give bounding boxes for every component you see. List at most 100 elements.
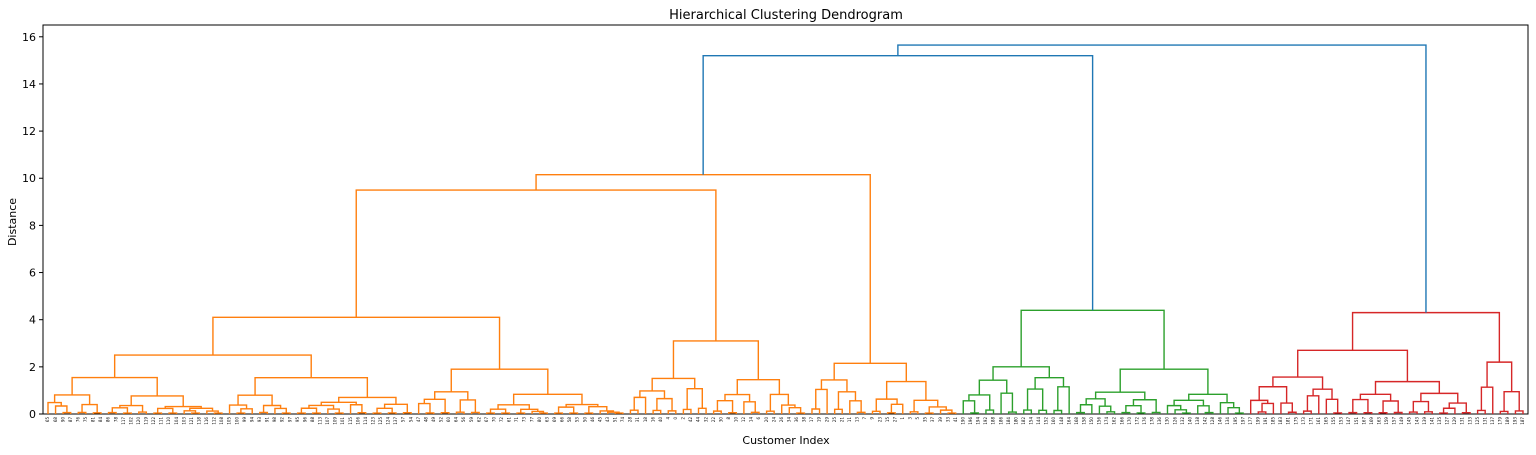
- leaf-label: 54: [408, 417, 413, 423]
- dendrogram-link: [538, 412, 548, 414]
- leaf-label: 186: [998, 417, 1003, 425]
- leaf-label: 167: [1361, 417, 1366, 425]
- dendrogram-link: [781, 404, 796, 414]
- dendrogram-link: [77, 411, 87, 414]
- leaf-label: 96: [302, 417, 307, 423]
- leaf-label: 80: [537, 417, 542, 423]
- dendrogram-link: [1007, 411, 1017, 414]
- leaf-label: 29: [824, 417, 829, 423]
- dendrogram-link: [254, 377, 369, 398]
- leaf-label: 26: [779, 417, 784, 423]
- dendrogram-link: [871, 410, 881, 414]
- leaf-label: 122: [151, 417, 156, 425]
- dendrogram-link: [672, 340, 760, 380]
- leaf-label: 59: [469, 417, 474, 423]
- leaf-label: 196: [968, 417, 973, 425]
- dendrogram-link: [849, 400, 862, 414]
- dendrogram-link: [686, 388, 703, 410]
- leaf-label: 88: [310, 417, 315, 423]
- leaf-label: 189: [1505, 417, 1510, 425]
- leaf-label: 56: [461, 417, 466, 423]
- dendrogram-link: [535, 174, 871, 364]
- leaf-label: 51: [613, 417, 618, 423]
- dendrogram-link: [633, 396, 647, 414]
- leaf-label: 28: [628, 417, 633, 423]
- dendrogram-link: [520, 408, 539, 414]
- dendrogram-link: [236, 412, 246, 414]
- leaf-label: 160: [1051, 417, 1056, 425]
- leaf-label: 92: [280, 417, 285, 423]
- dendrogram-link: [423, 398, 446, 413]
- leaf-label: 67: [484, 417, 489, 423]
- dendrogram-link: [489, 408, 507, 414]
- leaf-label: 154: [1029, 417, 1034, 425]
- dendrogram-link: [1359, 393, 1392, 401]
- leaf-label: 134: [1225, 417, 1230, 425]
- dendrogram-link: [1378, 412, 1388, 414]
- leaf-label: 81: [91, 417, 96, 423]
- leaf-label: 140: [1187, 417, 1192, 425]
- dendrogram-link: [614, 412, 624, 414]
- leaf-label: 188: [991, 417, 996, 425]
- dendrogram-link: [259, 411, 269, 414]
- y-tick-label: 10: [22, 172, 36, 185]
- leaf-label: 71: [514, 417, 519, 423]
- dendrogram-link: [1181, 412, 1191, 414]
- leaf-label: 65: [45, 417, 50, 423]
- dendrogram-link: [557, 406, 575, 414]
- dendrogram-link: [113, 354, 312, 378]
- leaf-label: 53: [575, 417, 580, 423]
- leaf-label: 193: [1513, 417, 1518, 425]
- dendrogram-link: [206, 410, 219, 414]
- dendrogram-link: [47, 401, 62, 414]
- leaf-label: 74: [620, 417, 625, 423]
- leaf-label: 41: [953, 417, 958, 423]
- dendrogram-link: [237, 394, 273, 406]
- leaf-label: 100: [234, 417, 239, 425]
- leaf-label: 42: [688, 417, 693, 423]
- leaf-label: 108: [219, 417, 224, 425]
- leaf-label: 165: [1324, 417, 1329, 425]
- leaf-label: 187: [1520, 417, 1525, 425]
- dendrogram-link: [1461, 411, 1471, 414]
- dendrogram-link: [584, 412, 594, 414]
- leaf-label: 24: [771, 417, 776, 423]
- leaf-label: 97: [287, 417, 292, 423]
- leaf-label: 126: [1172, 417, 1177, 425]
- leaf-label: 151: [1354, 417, 1359, 425]
- leaf-label: 66: [560, 417, 565, 423]
- dendrogram-link: [81, 403, 98, 413]
- leaf-label: 139: [1422, 417, 1427, 425]
- leaf-label: 105: [227, 417, 232, 425]
- leaf-label: 35: [923, 417, 928, 423]
- leaf-label: 116: [204, 417, 209, 425]
- dendrogram-link: [372, 412, 382, 414]
- dendrogram-link: [111, 407, 129, 414]
- leaf-label: 95: [295, 417, 300, 423]
- y-tick-label: 0: [29, 408, 36, 421]
- leaf-label: 5: [915, 417, 920, 420]
- dendrogram-link: [1351, 311, 1501, 363]
- leaf-label: 131: [1482, 417, 1487, 425]
- dendrogram-link: [1514, 410, 1524, 414]
- leaf-label: 131: [1460, 417, 1465, 425]
- dendrogram-link: [1079, 404, 1093, 414]
- leaf-label: 199: [1255, 417, 1260, 425]
- leaf-label: 115: [348, 417, 353, 425]
- leaf-label: 33: [945, 417, 950, 423]
- dendrogram-link: [815, 388, 828, 414]
- dendrogram-link: [656, 397, 673, 411]
- dendrogram-link: [1026, 388, 1044, 411]
- leaf-label: 57: [401, 417, 406, 423]
- dendrogram-link: [1020, 309, 1165, 370]
- dendrogram-link: [531, 410, 545, 414]
- dendrogram-link: [212, 316, 501, 370]
- leaf-label: 2: [681, 417, 686, 420]
- leaf-label: 78: [113, 417, 118, 423]
- leaf-label: 164: [1066, 417, 1071, 425]
- leaf-label: 69: [552, 417, 557, 423]
- dendrogram-link: [355, 189, 717, 341]
- leaf-label: 23: [877, 417, 882, 423]
